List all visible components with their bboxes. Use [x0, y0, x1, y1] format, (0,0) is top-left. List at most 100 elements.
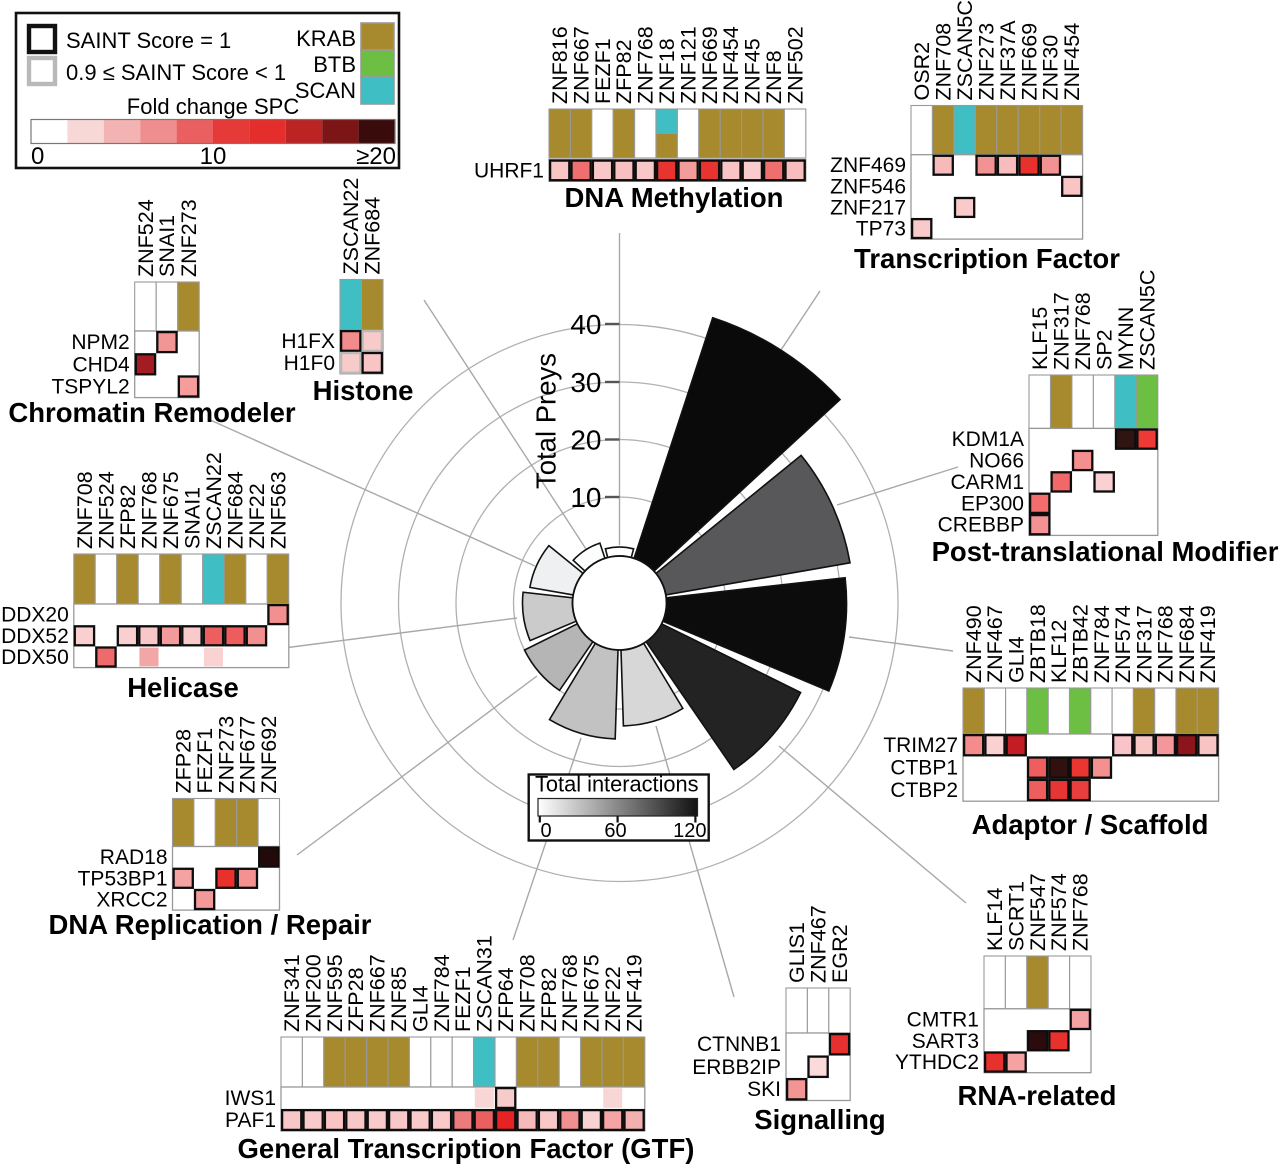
svg-text:H1FX: H1FX: [281, 330, 335, 353]
svg-text:ZNF768: ZNF768: [1154, 605, 1178, 683]
svg-text:DNA Replication / Repair: DNA Replication / Repair: [49, 909, 372, 940]
svg-text:TP73: TP73: [856, 218, 906, 241]
svg-text:10: 10: [570, 482, 601, 513]
svg-text:ZNF768: ZNF768: [558, 954, 582, 1032]
svg-text:ZNF595: ZNF595: [323, 954, 347, 1032]
svg-text:ZNF8: ZNF8: [762, 50, 786, 104]
svg-text:DDX50: DDX50: [1, 646, 69, 669]
svg-text:ERBB2IP: ERBB2IP: [692, 1056, 781, 1079]
svg-text:ZNF669: ZNF669: [1017, 23, 1041, 101]
svg-text:ZNF677: ZNF677: [236, 716, 260, 794]
svg-text:ZNF200: ZNF200: [301, 954, 325, 1032]
svg-text:ZNF22: ZNF22: [245, 483, 269, 549]
svg-text:H1F0: H1F0: [284, 352, 335, 375]
svg-text:120: 120: [673, 820, 706, 842]
svg-text:ZNF675: ZNF675: [580, 954, 604, 1032]
svg-text:ZNF273: ZNF273: [177, 199, 201, 277]
svg-text:TRIM27: TRIM27: [883, 734, 958, 757]
svg-text:ZNF490: ZNF490: [962, 605, 986, 683]
svg-text:ZNF675: ZNF675: [159, 471, 183, 549]
svg-text:Signalling: Signalling: [754, 1104, 885, 1135]
svg-text:ZNF317: ZNF317: [1132, 605, 1156, 683]
svg-text:ZNF273: ZNF273: [214, 716, 238, 794]
svg-text:≥20: ≥20: [356, 143, 396, 170]
svg-text:FEZF1: FEZF1: [193, 728, 217, 794]
svg-text:EGR2: EGR2: [828, 924, 852, 983]
svg-text:ZSCAN5C: ZSCAN5C: [1135, 270, 1159, 370]
svg-text:EP300: EP300: [961, 492, 1024, 515]
svg-text:ZNF467: ZNF467: [983, 605, 1007, 683]
svg-text:30: 30: [570, 367, 601, 398]
svg-text:GLI4: GLI4: [408, 985, 432, 1032]
svg-text:ZFP82: ZFP82: [537, 967, 561, 1032]
svg-text:ZNF317: ZNF317: [1050, 292, 1074, 370]
svg-text:ZNF708: ZNF708: [932, 23, 956, 101]
svg-text:CTBP1: CTBP1: [890, 757, 958, 780]
svg-text:ZNF708: ZNF708: [73, 471, 97, 549]
svg-text:ZNF563: ZNF563: [266, 471, 290, 549]
svg-text:ZNF419: ZNF419: [1196, 605, 1220, 683]
svg-text:SCRT1: SCRT1: [1004, 881, 1028, 951]
svg-text:DDX20: DDX20: [1, 604, 69, 627]
svg-text:FEZF1: FEZF1: [451, 966, 475, 1032]
svg-text:ZSCAN31: ZSCAN31: [473, 935, 497, 1032]
svg-text:ZNF524: ZNF524: [94, 471, 118, 549]
svg-text:PAF1: PAF1: [225, 1109, 276, 1132]
svg-text:ZNF667: ZNF667: [569, 26, 593, 104]
svg-text:ZNF45: ZNF45: [741, 38, 765, 104]
svg-text:GLI4: GLI4: [1005, 636, 1029, 683]
svg-text:ZNF768: ZNF768: [1069, 873, 1093, 951]
svg-text:ZNF217: ZNF217: [830, 196, 906, 219]
svg-text:ZNF684: ZNF684: [223, 471, 247, 549]
svg-text:ZNF341: ZNF341: [280, 954, 304, 1032]
svg-text:Total interactions: Total interactions: [535, 772, 699, 797]
svg-text:ZFP82: ZFP82: [116, 484, 140, 549]
svg-text:ZNF85: ZNF85: [387, 966, 411, 1032]
svg-text:CHD4: CHD4: [73, 353, 130, 376]
svg-text:SP2: SP2: [1092, 329, 1116, 370]
svg-text:TP53BP1: TP53BP1: [78, 867, 168, 890]
svg-text:ZNF419: ZNF419: [622, 954, 646, 1032]
svg-text:CTBP2: CTBP2: [890, 779, 958, 802]
svg-text:0: 0: [540, 820, 551, 842]
svg-text:ZFP82: ZFP82: [612, 39, 636, 104]
svg-text:ZNF524: ZNF524: [134, 199, 158, 277]
svg-text:ZBTB42: ZBTB42: [1069, 604, 1093, 683]
svg-text:ZNF816: ZNF816: [548, 26, 572, 104]
svg-text:ZNF454: ZNF454: [719, 26, 743, 104]
svg-text:IWS1: IWS1: [225, 1087, 276, 1110]
svg-text:KDM1A: KDM1A: [952, 428, 1024, 451]
svg-text:YTHDC2: YTHDC2: [895, 1051, 979, 1074]
svg-text:DNA Methylation: DNA Methylation: [565, 182, 784, 213]
svg-text:ZNF546: ZNF546: [830, 175, 906, 198]
svg-text:RAD18: RAD18: [100, 846, 168, 869]
svg-text:ZNF784: ZNF784: [1090, 605, 1114, 683]
svg-text:10: 10: [200, 143, 227, 170]
svg-text:0: 0: [31, 143, 44, 170]
svg-text:ZNF768: ZNF768: [634, 26, 658, 104]
svg-text:Transcription Factor: Transcription Factor: [854, 243, 1120, 274]
svg-text:ZNF18: ZNF18: [655, 38, 679, 104]
svg-text:KLF12: KLF12: [1047, 620, 1071, 683]
svg-text:ZNF469: ZNF469: [830, 154, 906, 177]
svg-text:ZNF692: ZNF692: [257, 716, 281, 794]
svg-text:Histone: Histone: [313, 375, 414, 406]
svg-text:ZNF467: ZNF467: [806, 905, 830, 983]
svg-text:0.9 ≤ SAINT Score < 1: 0.9 ≤ SAINT Score < 1: [66, 60, 286, 85]
svg-text:GLIS1: GLIS1: [785, 922, 809, 983]
svg-text:ZNF684: ZNF684: [361, 197, 385, 275]
svg-text:Adaptor / Scaffold: Adaptor / Scaffold: [972, 809, 1209, 840]
svg-text:ZSCAN22: ZSCAN22: [339, 178, 363, 275]
svg-text:20: 20: [570, 425, 601, 456]
svg-text:ZNF574: ZNF574: [1047, 873, 1071, 951]
svg-text:ZNF502: ZNF502: [783, 26, 807, 104]
svg-text:Chromatin Remodeler: Chromatin Remodeler: [8, 397, 296, 428]
svg-text:ZNF37A: ZNF37A: [996, 20, 1020, 101]
svg-text:NPM2: NPM2: [71, 331, 129, 354]
svg-text:UHRF1: UHRF1: [474, 159, 544, 182]
svg-text:CREBBP: CREBBP: [938, 514, 1024, 537]
svg-text:60: 60: [604, 820, 626, 842]
svg-text:Total Preys: Total Preys: [531, 353, 562, 489]
svg-text:ZNF784: ZNF784: [430, 954, 454, 1032]
svg-text:ZNF684: ZNF684: [1175, 605, 1199, 683]
